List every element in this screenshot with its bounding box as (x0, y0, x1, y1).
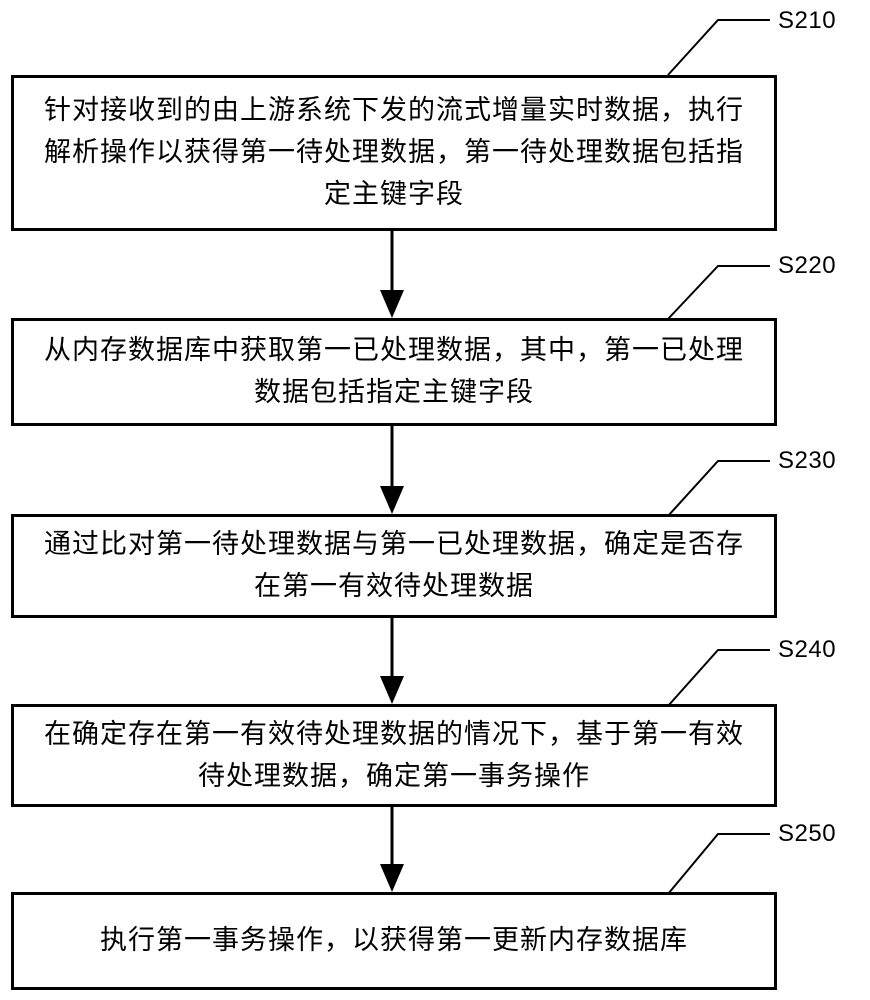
arrow-s210-to-s220 (380, 230, 404, 318)
leader-line-s220 (667, 265, 770, 320)
leader-line-s250 (667, 833, 770, 895)
step-text-s220: 从内存数据库中获取第一已处理数据，其中，第一已处理数据包括指定主键字段 (44, 335, 744, 408)
step-label-s230: S230 (778, 447, 837, 474)
step-text-s210: 针对接收到的由上游系统下发的流式增量实时数据，执行解析操作以获得第一待处理数据，… (44, 95, 744, 210)
step-text-s240: 在确定存在第一有效待处理数据的情况下，基于第一有效待处理数据，确定第一事务操作 (44, 718, 744, 792)
step-label-s220: S220 (778, 252, 837, 279)
step-text-s250: 执行第一事务操作，以获得第一更新内存数据库 (100, 925, 688, 956)
arrow-s240-to-s250 (380, 806, 404, 892)
step-box-s240: 在确定存在第一有效待处理数据的情况下，基于第一有效待处理数据，确定第一事务操作 (11, 704, 777, 807)
arrow-s230-to-s240 (380, 617, 404, 704)
step-box-s210: 针对接收到的由上游系统下发的流式增量实时数据，执行解析操作以获得第一待处理数据，… (11, 75, 777, 231)
step-box-s230: 通过比对第一待处理数据与第一已处理数据，确定是否存在第一有效待处理数据 (11, 514, 777, 618)
step-box-s250: 执行第一事务操作，以获得第一更新内存数据库 (11, 892, 777, 990)
step-label-s210: S210 (778, 7, 837, 34)
leader-line-s230 (667, 460, 770, 517)
step-box-s220: 从内存数据库中获取第一已处理数据，其中，第一已处理数据包括指定主键字段 (11, 318, 777, 426)
arrow-s220-to-s230 (380, 425, 404, 514)
leader-line-s240 (667, 649, 770, 707)
step-text-s230: 通过比对第一待处理数据与第一已处理数据，确定是否存在第一有效待处理数据 (44, 529, 744, 602)
leader-line-s210 (667, 19, 770, 76)
step-label-s240: S240 (778, 636, 837, 663)
step-label-s250: S250 (778, 820, 837, 847)
